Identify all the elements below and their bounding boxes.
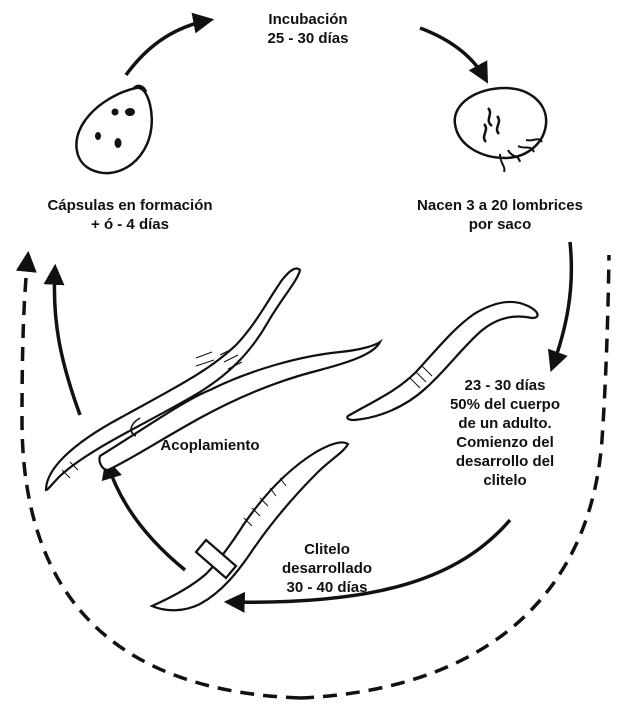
arrow-capsule-to-incubation	[126, 20, 210, 75]
label-mating: Acoplamiento	[140, 436, 280, 455]
arrow-hatching-to-juvenile	[552, 242, 571, 368]
arrow-incubation-to-hatching	[420, 28, 486, 80]
label-clitellum-line-3: 30 - 40 días	[262, 578, 392, 597]
label-incubation: Incubación 25 - 30 días	[238, 10, 378, 48]
arrow-mating-to-capsules	[54, 268, 80, 415]
label-clitellum: Clitelo desarrollado 30 - 40 días	[262, 540, 392, 597]
label-juvenile-line-2: 50% del cuerpo	[430, 395, 580, 414]
label-juvenile-line-4: Comienzo del	[430, 433, 580, 452]
label-capsules-line-2: + ó - 4 días	[12, 215, 248, 234]
label-clitellum-line-2: desarrollado	[262, 559, 392, 578]
label-capsules-line-1: Cápsulas en formación	[12, 196, 248, 215]
label-juvenile-line-6: clitelo	[430, 471, 580, 490]
label-juvenile-line-3: de un adulto.	[430, 414, 580, 433]
hatching-cocoon-icon	[455, 88, 546, 172]
label-incubation-line-1: Incubación	[238, 10, 378, 29]
label-hatching-line-2: por saco	[386, 215, 614, 234]
label-capsules: Cápsulas en formación + ó - 4 días	[12, 196, 248, 234]
label-juvenile-line-5: desarrollo del	[430, 452, 580, 471]
arrow-clitellum-to-mating	[107, 462, 185, 570]
label-juvenile-line-1: 23 - 30 días	[430, 376, 580, 395]
label-incubation-line-2: 25 - 30 días	[238, 29, 378, 48]
capsule-icon	[76, 86, 151, 173]
label-hatching: Nacen 3 a 20 lombrices por saco	[386, 196, 614, 234]
label-juvenile: 23 - 30 días 50% del cuerpo de un adulto…	[430, 376, 580, 490]
label-mating-text: Acoplamiento	[140, 436, 280, 455]
label-hatching-line-1: Nacen 3 a 20 lombrices	[386, 196, 614, 215]
label-clitellum-line-1: Clitelo	[262, 540, 392, 559]
